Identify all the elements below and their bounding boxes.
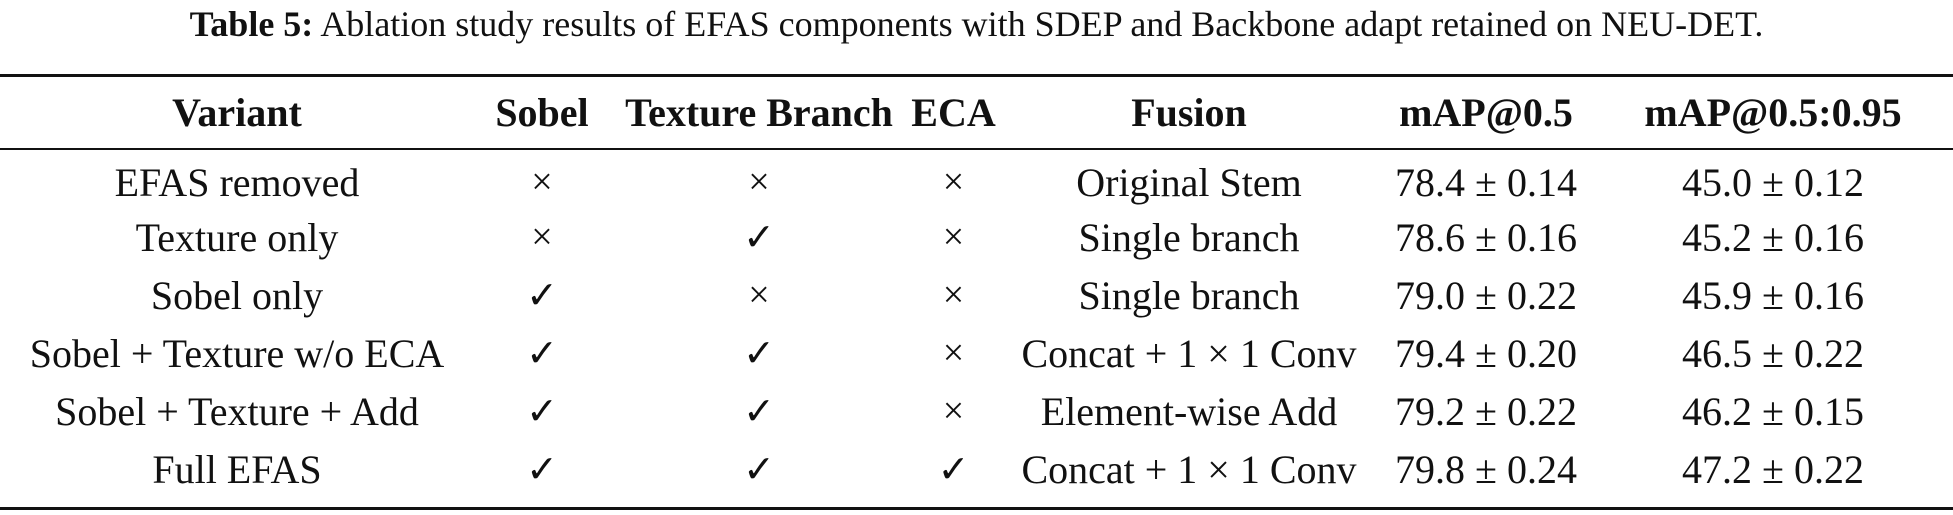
- cell-variant: Sobel only: [150, 272, 324, 318]
- cell-variant: Texture only: [135, 214, 339, 260]
- cell-texture-branch: ×: [748, 274, 770, 316]
- cell-map50: 79.8 ± 0.24: [1395, 446, 1577, 492]
- header-map50-95: mAP@0.5:0.95: [1644, 90, 1902, 135]
- cell-fusion: Concat + 1 × 1 Conv: [1021, 446, 1357, 492]
- top-rule: [0, 74, 1953, 77]
- cell-variant: Sobel + Texture + Add: [55, 388, 419, 434]
- ablation-table: Variant Sobel Texture Branch ECA Fusion …: [0, 77, 1953, 498]
- cell-texture-branch: ✓: [743, 332, 775, 375]
- cell-sobel: ×: [531, 161, 553, 203]
- table-row: Sobel + Texture w/o ECA ✓ ✓ × Concat + 1…: [0, 324, 1953, 382]
- header-variant: Variant: [172, 90, 302, 135]
- header-row: Variant Sobel Texture Branch ECA Fusion …: [0, 77, 1953, 148]
- cell-eca: ×: [942, 274, 965, 316]
- cell-variant: Sobel + Texture w/o ECA: [29, 330, 445, 376]
- table-row: Sobel only ✓ × × Single branch 79.0 ± 0.…: [0, 266, 1953, 324]
- cell-map50: 78.6 ± 0.16: [1395, 214, 1577, 260]
- cell-map50-95: 45.0 ± 0.12: [1682, 159, 1864, 205]
- cell-map50-95: 45.2 ± 0.16: [1682, 214, 1864, 260]
- caption-label: Table 5:: [189, 4, 314, 44]
- cell-variant: EFAS removed: [114, 159, 360, 205]
- cell-fusion: Original Stem: [1076, 159, 1302, 205]
- table-row: Full EFAS ✓ ✓ ✓ Concat + 1 × 1 Conv 79.8…: [0, 440, 1953, 498]
- cell-map50-95: 45.9 ± 0.16: [1682, 272, 1864, 318]
- cell-map50-95: 46.5 ± 0.22: [1682, 330, 1864, 376]
- cell-texture-branch: ✓: [743, 390, 775, 433]
- header-eca: ECA: [911, 90, 996, 135]
- header-rule: [0, 148, 1953, 150]
- cell-fusion: Concat + 1 × 1 Conv: [1021, 330, 1357, 376]
- cell-texture-branch: ×: [748, 161, 770, 203]
- cell-fusion: Single branch: [1078, 214, 1300, 260]
- cell-sobel: ✓: [526, 448, 558, 491]
- cell-sobel: ✓: [526, 274, 558, 317]
- header-texture-branch: Texture Branch: [625, 90, 893, 135]
- cell-texture-branch: ✓: [743, 216, 775, 259]
- cell-sobel: ✓: [526, 332, 558, 375]
- cell-map50: 79.2 ± 0.22: [1395, 388, 1577, 434]
- cell-map50: 79.4 ± 0.20: [1395, 330, 1577, 376]
- cell-map50: 78.4 ± 0.14: [1395, 159, 1577, 205]
- cell-variant: Full EFAS: [152, 446, 322, 492]
- cell-sobel: ×: [531, 216, 553, 258]
- cell-fusion: Element-wise Add: [1040, 388, 1338, 434]
- cell-eca: ✓: [937, 448, 970, 491]
- cell-eca: ×: [942, 332, 965, 374]
- header-fusion: Fusion: [1131, 90, 1247, 135]
- cell-map50-95: 46.2 ± 0.15: [1682, 388, 1864, 434]
- header-sobel: Sobel: [495, 90, 589, 135]
- header-map50: mAP@0.5: [1399, 90, 1573, 135]
- table-row: Texture only × ✓ × Single branch 78.6 ± …: [0, 208, 1953, 266]
- cell-sobel: ✓: [526, 390, 558, 433]
- cell-eca: ×: [942, 216, 965, 258]
- table-row: Sobel + Texture + Add ✓ ✓ × Element-wise…: [0, 382, 1953, 440]
- table-caption: Table 5: Ablation study results of EFAS …: [0, 0, 1953, 46]
- table-row: EFAS removed × × × Original Stem 78.4 ± …: [0, 148, 1953, 208]
- bottom-rule: [0, 507, 1953, 510]
- caption-text: Ablation study results of EFAS component…: [320, 4, 1764, 44]
- cell-map50-95: 47.2 ± 0.22: [1682, 446, 1864, 492]
- cell-eca: ×: [942, 390, 965, 432]
- cell-fusion: Single branch: [1078, 272, 1300, 318]
- cell-map50: 79.0 ± 0.22: [1395, 272, 1577, 318]
- cell-texture-branch: ✓: [743, 448, 775, 491]
- cell-eca: ×: [942, 161, 965, 203]
